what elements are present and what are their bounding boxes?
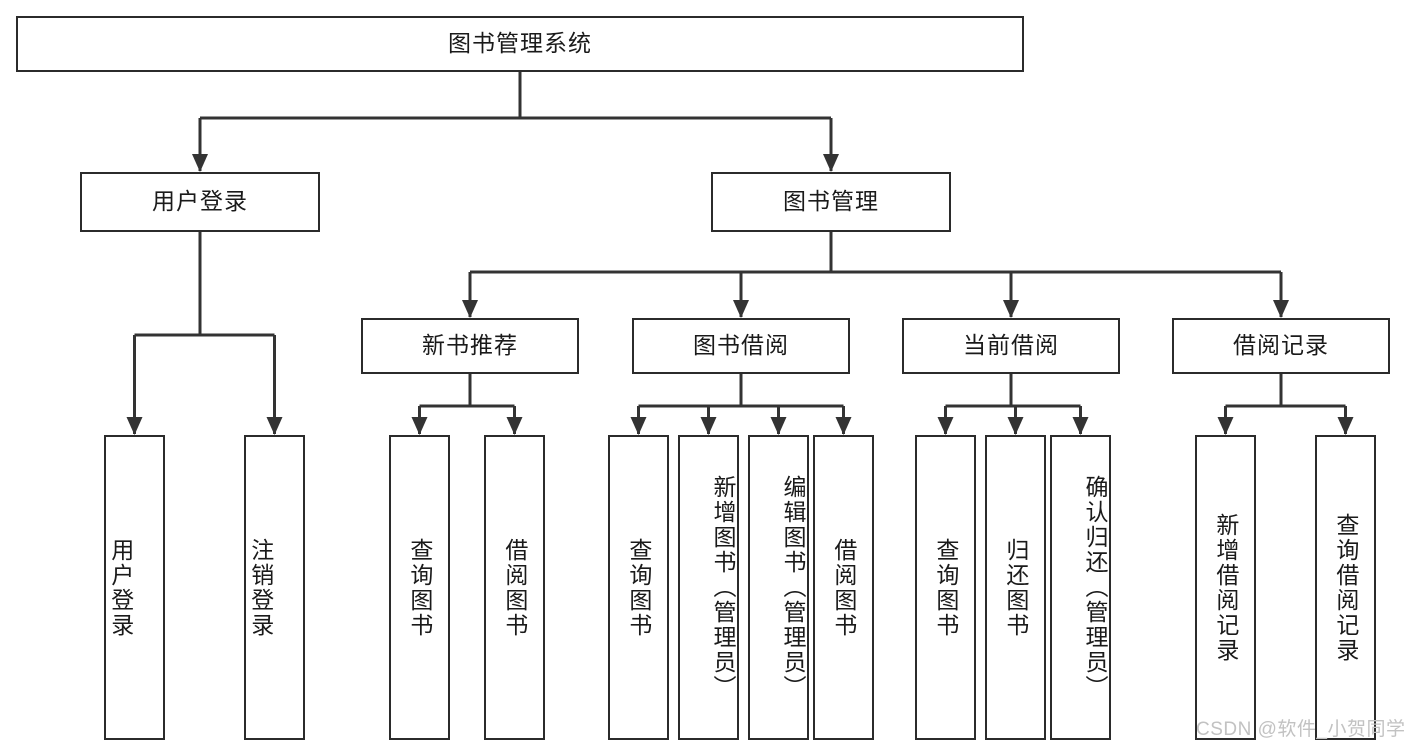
node-user-login[interactable]: 用户登录 xyxy=(80,172,320,232)
node-leaf-query-book-1[interactable]: 查询图书 xyxy=(389,435,450,740)
node-leaf-borrow-book-2[interactable]: 借阅图书 xyxy=(813,435,874,740)
node-current-borrow[interactable]: 当前借阅 xyxy=(902,318,1120,374)
node-leaf-query-record[interactable]: 查询借阅记录 xyxy=(1315,435,1376,740)
node-leaf-confirm-return[interactable]: 确认归还（管理员） xyxy=(1050,435,1111,740)
node-leaf-query-book-2[interactable]: 查询图书 xyxy=(608,435,669,740)
node-new-book-recommend[interactable]: 新书推荐 xyxy=(361,318,579,374)
node-leaf-edit-book[interactable]: 编辑图书（管理员） xyxy=(748,435,809,740)
node-root[interactable]: 图书管理系统 xyxy=(16,16,1024,72)
node-leaf-borrow-book-1[interactable]: 借阅图书 xyxy=(484,435,545,740)
node-leaf-add-book[interactable]: 新增图书（管理员） xyxy=(678,435,739,740)
node-leaf-return-book[interactable]: 归还图书 xyxy=(985,435,1046,740)
node-borrow-record[interactable]: 借阅记录 xyxy=(1172,318,1390,374)
node-leaf-query-book-3[interactable]: 查询图书 xyxy=(915,435,976,740)
node-leaf-logout[interactable]: 注销登录 xyxy=(244,435,305,740)
watermark: CSDN @软件_小贺同学 xyxy=(1196,719,1405,740)
node-book-manage[interactable]: 图书管理 xyxy=(711,172,951,232)
node-book-borrow[interactable]: 图书借阅 xyxy=(632,318,850,374)
node-leaf-add-record[interactable]: 新增借阅记录 xyxy=(1195,435,1256,740)
node-leaf-user-login[interactable]: 用户登录 xyxy=(104,435,165,740)
